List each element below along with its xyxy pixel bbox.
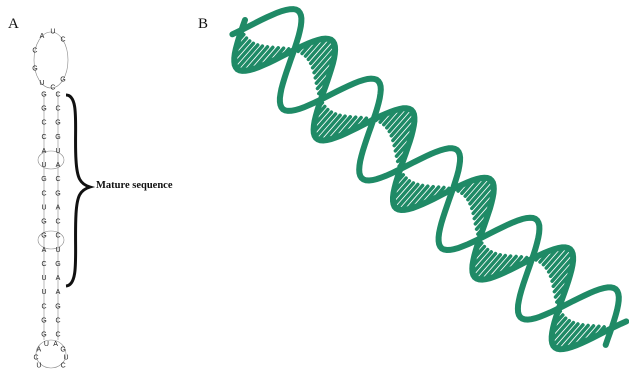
backbone-strand-1 [234, 20, 626, 349]
rna-helix-ribbon [232, 9, 626, 349]
